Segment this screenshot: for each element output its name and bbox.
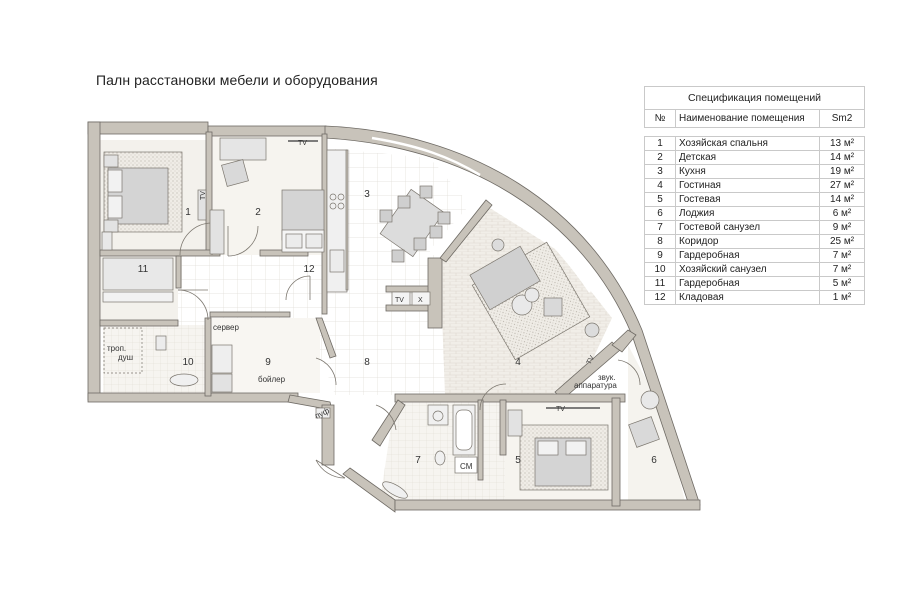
room-number-1: 1: [185, 207, 191, 218]
label-washer: СМ: [460, 462, 473, 471]
label-server: сервер: [213, 323, 240, 332]
label-tv-kitchen: TV: [395, 297, 404, 304]
room-number-10: 10: [182, 357, 194, 368]
label-audio-1: звук.: [598, 373, 615, 382]
label-tv-guest: TV: [556, 406, 565, 413]
label-tv-room1: TV: [200, 191, 207, 200]
room-specification-table: Спецификация помещений № Наименование по…: [644, 86, 865, 305]
label-tropical-shower-2: душ: [118, 353, 133, 362]
room-number-4: 4: [515, 357, 521, 368]
spec-header-num: №: [644, 109, 676, 128]
room-number-5: 5: [515, 455, 521, 466]
equipment-labels: сервер бойлер троп. душ звук. аппаратура…: [107, 140, 617, 471]
room-numbers: 1 2 3 4 5 6 7 8 9 10 11 12: [138, 189, 657, 466]
label-tv-living: TV: [586, 354, 597, 366]
room-number-9: 9: [265, 357, 271, 368]
spec-caption: Спецификация помещений: [644, 86, 865, 110]
room-number-8: 8: [364, 357, 370, 368]
room-number-6: 6: [651, 455, 657, 466]
room-number-2: 2: [255, 207, 261, 218]
label-x-kitchen: X: [418, 297, 423, 304]
room-number-12: 12: [303, 264, 315, 275]
label-tv-room2: TV: [298, 140, 307, 147]
furniture: [101, 137, 660, 499]
doors: [177, 222, 641, 479]
page-title: Палн расстановки мебели и оборудования: [96, 72, 378, 88]
label-boiler: бойлер: [258, 375, 286, 384]
label-audio-2: аппаратура: [574, 381, 617, 390]
spec-header-name: Наименование помещения: [675, 109, 820, 128]
walls: [87, 121, 701, 513]
spec-header-area: Sm2: [819, 109, 865, 128]
room-number-3: 3: [364, 189, 370, 200]
room-number-7: 7: [415, 455, 421, 466]
room-number-11: 11: [138, 264, 149, 275]
label-tropical-shower-1: троп.: [107, 344, 126, 353]
